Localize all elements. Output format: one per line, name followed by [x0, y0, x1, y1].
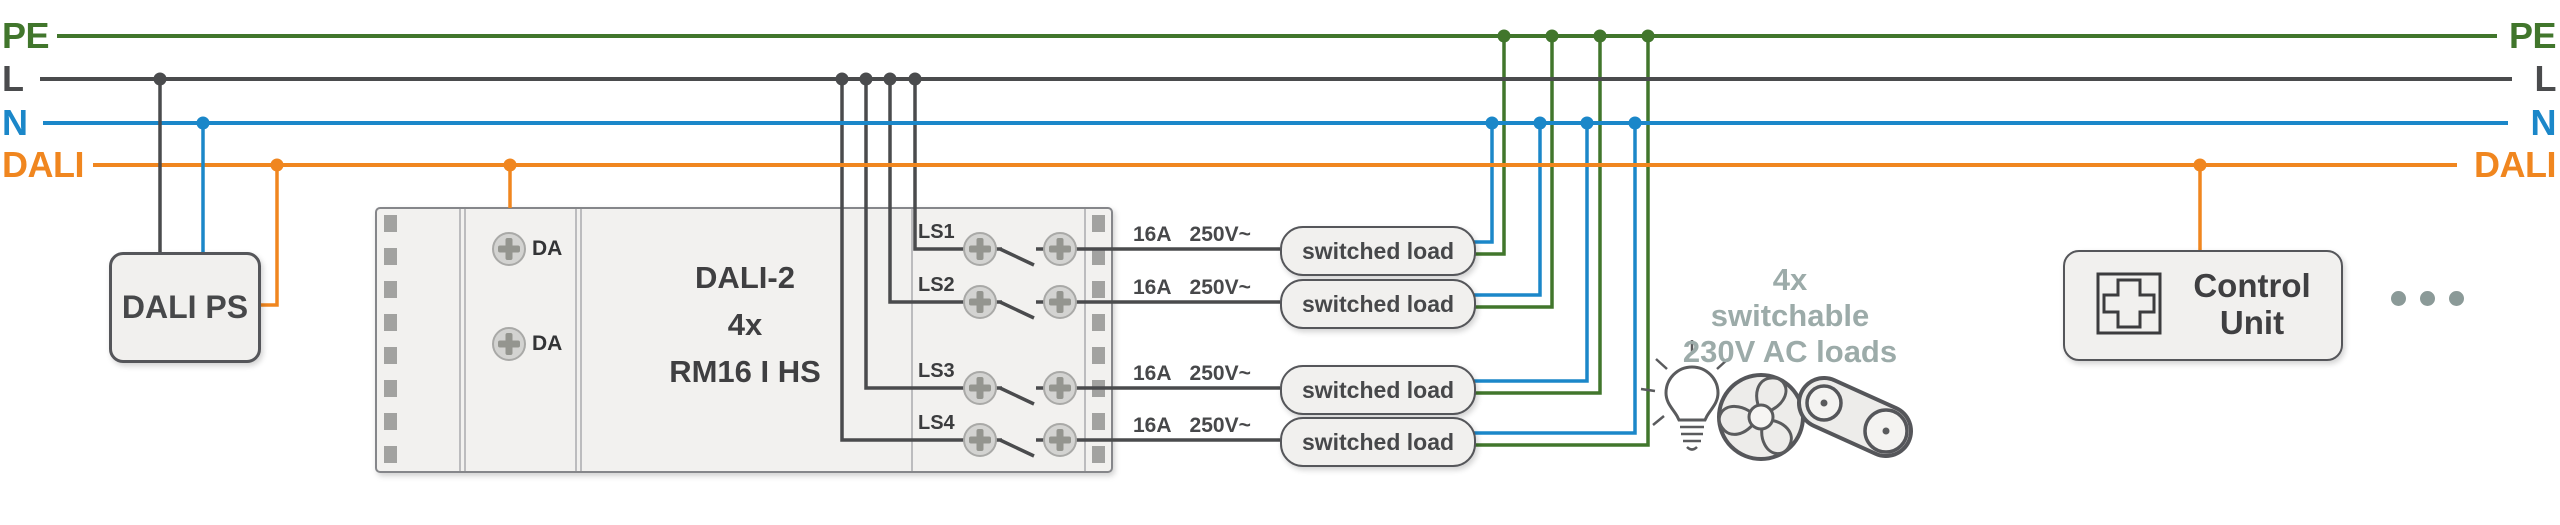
- switched-load-box-4: switched load: [1280, 417, 1476, 467]
- channel-rating-ls4: 16A 250V~: [1133, 412, 1251, 440]
- switched-load-box-1: switched load: [1280, 226, 1476, 276]
- l-label-left: L: [2, 58, 24, 99]
- rating-voltage: 250V~: [1189, 414, 1251, 437]
- rating-voltage: 250V~: [1189, 276, 1251, 299]
- load-return-wires: [1472, 36, 1650, 447]
- rating-voltage: 250V~: [1189, 223, 1251, 246]
- device-title-line2: 4x: [727, 307, 763, 342]
- device-title-line3: RM16 I HS: [669, 354, 821, 389]
- screw-terminals: [492, 232, 1077, 457]
- channel-rating-ls3: 16A 250V~: [1133, 360, 1251, 388]
- n-label-left: N: [2, 102, 28, 143]
- channel-rating-ls1: 16A 250V~: [1133, 221, 1251, 249]
- motor-belt-icon: [1797, 376, 1913, 458]
- pe-label-right: PE: [2508, 15, 2557, 56]
- rating-voltage: 250V~: [1189, 362, 1251, 385]
- control-unit-label: Control Unit: [2177, 267, 2327, 341]
- channel-label-ls4: LS4: [918, 412, 955, 434]
- relay-module-body: [375, 207, 1113, 473]
- loads-caption-line2: switchable: [1710, 298, 1870, 333]
- dali-ps-box: DALI PS: [109, 252, 261, 363]
- dali-label-left: DALI: [2, 144, 85, 185]
- switched-load-box-2: switched load: [1280, 279, 1476, 329]
- rating-current: 16A: [1133, 276, 1172, 299]
- ellipsis-dot: [2449, 291, 2464, 306]
- bus-lines: [40, 34, 2512, 167]
- l-label-right: L: [2534, 58, 2557, 99]
- switched-load-label: switched load: [1301, 376, 1455, 403]
- ellipsis-icon: [2391, 291, 2464, 306]
- ellipsis-dot: [2420, 291, 2435, 306]
- loads-caption: 4x switchable 230V AC loads: [1640, 262, 1940, 370]
- pe-label-left: PE: [2, 15, 50, 56]
- din-clip-pattern-left: [384, 215, 397, 463]
- switched-load-label: switched load: [1301, 237, 1455, 264]
- dali-label-right: DALI: [2474, 144, 2557, 185]
- fan-icon: [1717, 373, 1805, 461]
- din-clip-pattern-right: [1092, 215, 1105, 463]
- device-title-line1: DALI-2: [695, 260, 795, 295]
- channel-label-ls2: LS2: [918, 274, 955, 296]
- control-unit-box: Control Unit: [2063, 250, 2343, 361]
- channel-rating-ls2: 16A 250V~: [1133, 274, 1251, 302]
- switched-load-label: switched load: [1301, 428, 1455, 455]
- junction-dots: [153, 29, 2207, 172]
- switched-load-label: switched load: [1301, 290, 1455, 317]
- n-label-right: N: [2530, 102, 2557, 143]
- control-unit-line1: Control: [2193, 267, 2311, 304]
- feeder-wires: [158, 79, 2202, 307]
- rating-current: 16A: [1133, 362, 1172, 385]
- da-terminal-label-1: DA: [532, 237, 563, 260]
- dali-ps-label: DALI PS: [121, 289, 249, 325]
- device-title: DALI-2 4x RM16 I HS: [590, 254, 900, 395]
- loads-caption-line3: 230V AC loads: [1682, 334, 1898, 369]
- rating-current: 16A: [1133, 223, 1172, 246]
- control-unit-line2: Unit: [2219, 304, 2285, 341]
- rating-current: 16A: [1133, 414, 1172, 437]
- ellipsis-dot: [2391, 291, 2406, 306]
- loads-caption-line1: 4x: [1772, 262, 1808, 297]
- channel-label-ls3: LS3: [918, 360, 955, 382]
- dali-device-icon: [2096, 272, 2162, 335]
- channel-label-ls1: LS1: [918, 221, 955, 243]
- da-terminal-label-2: DA: [532, 332, 563, 355]
- switched-load-box-3: switched load: [1280, 365, 1476, 415]
